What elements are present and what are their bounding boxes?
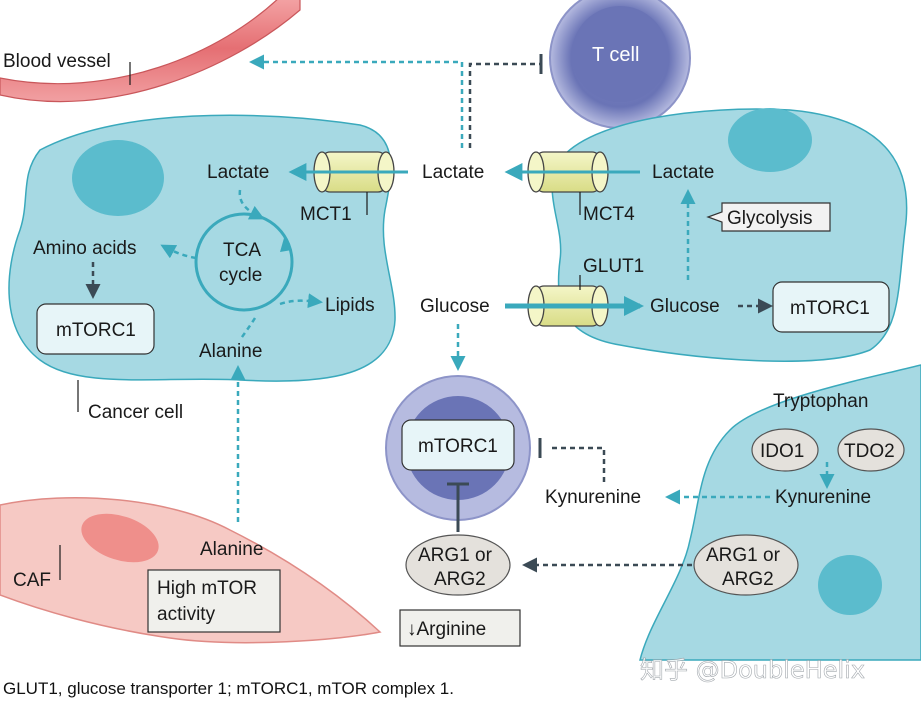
mtorc1-cancer-label: mTORC1 xyxy=(56,320,136,341)
tca-cycle-ring xyxy=(194,212,294,312)
caf-nucleus xyxy=(81,513,159,563)
tca-label-line1: TCA xyxy=(223,240,261,261)
glycolytic-nucleus xyxy=(728,108,812,172)
lipids-label: Lipids xyxy=(325,295,375,316)
glycolysis-callout xyxy=(706,202,831,232)
figure-caption: GLUT1, glucose transporter 1; mTORC1, mT… xyxy=(3,679,454,698)
high-mtor-label-line2: activity xyxy=(157,604,216,625)
t-cell-label: T cell xyxy=(592,44,639,66)
mtorc1-tcell-label: mTORC1 xyxy=(418,436,498,457)
mct4-label: MCT4 xyxy=(583,204,635,225)
caf-label: CAF xyxy=(13,570,51,591)
blood-vessel-label: Blood vessel xyxy=(3,51,111,72)
myeloid-nucleus xyxy=(818,555,882,615)
glut1-label: GLUT1 xyxy=(583,256,644,277)
lactate-to-tca-arrow xyxy=(238,189,265,220)
mtorc1-tcell-box xyxy=(401,419,515,471)
glucose-right-label: Glucose xyxy=(650,296,720,317)
tdo2-oval xyxy=(837,428,905,472)
tryptophan-label: Tryptophan xyxy=(773,391,868,412)
tca-to-amino-arrow xyxy=(160,244,197,260)
lactate-right-label: Lactate xyxy=(652,162,714,183)
arg-right-label-line1: ARG1 or xyxy=(706,545,781,566)
tca-label-line2: cycle xyxy=(219,265,262,286)
cancer-cell-label: Cancer cell xyxy=(88,402,183,423)
arg-right-oval xyxy=(693,534,799,596)
kynurenine-right-label: Kynurenine xyxy=(775,487,871,508)
mtorc1-right-label: mTORC1 xyxy=(790,298,870,319)
glucose-left-label: Glucose xyxy=(420,296,490,317)
lactate-left-label: Lactate xyxy=(207,162,269,183)
arg-center-oval xyxy=(405,534,511,596)
mtorc1-right-box xyxy=(772,281,890,333)
lactate-center-label: Lactate xyxy=(422,162,484,183)
ido1-oval xyxy=(751,428,819,472)
tca-alanine-link xyxy=(238,317,257,341)
arginine-box xyxy=(399,609,521,647)
tca-ring-arrowhead xyxy=(280,238,292,252)
kynurenine-left-label: Kynurenine xyxy=(545,487,641,508)
ido1-label: IDO1 xyxy=(760,441,804,462)
mct1-label: MCT1 xyxy=(300,204,352,225)
arg-center-label-line1: ARG1 or xyxy=(418,545,493,566)
kynurenine-inhibit-path xyxy=(548,446,606,482)
high-mtor-label-line1: High mTOR xyxy=(157,578,257,599)
amino-acids-label: Amino acids xyxy=(33,238,137,259)
watermark: 知乎 @DoubleHelix xyxy=(640,656,865,684)
arginine-label: ↓Arginine xyxy=(407,619,486,640)
glycolysis-label: Glycolysis xyxy=(727,208,813,229)
lactate-inhibit-tcell xyxy=(468,62,540,148)
tdo2-label: TDO2 xyxy=(844,441,895,462)
arg-center-label-line2: ARG2 xyxy=(434,569,486,590)
alanine-caf-label: Alanine xyxy=(200,539,263,560)
tca-to-lipids-arrow xyxy=(279,293,323,309)
high-mtor-box xyxy=(147,569,281,633)
alanine-cancer-label: Alanine xyxy=(199,341,262,362)
blood-vessel xyxy=(0,0,301,103)
lactate-to-vessel-arrow xyxy=(249,54,464,148)
cancer-nucleus xyxy=(72,140,164,216)
mtorc1-cancer-box xyxy=(36,303,155,355)
arg-right-label-line2: ARG2 xyxy=(722,569,774,590)
t-cell-inner xyxy=(572,6,668,102)
